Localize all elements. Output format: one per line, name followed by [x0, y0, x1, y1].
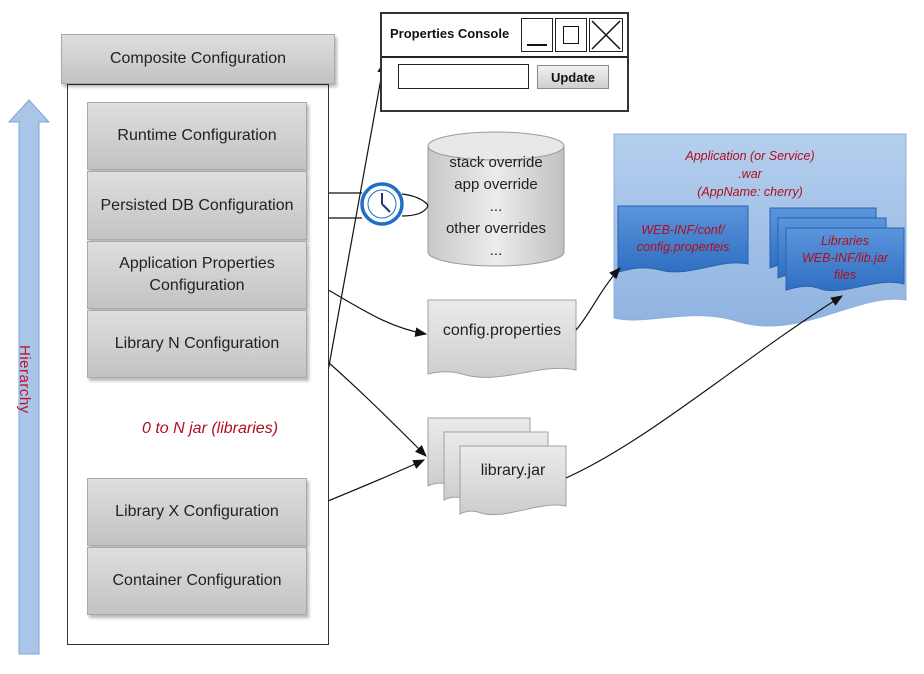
runtime-configuration-box: Runtime Configuration — [87, 102, 307, 170]
war-libs-line: WEB-INF/lib.jar — [801, 251, 889, 265]
war-title-line: .war — [738, 167, 762, 181]
minimize-button[interactable] — [521, 18, 553, 52]
overrides-text: stack override app override ... other ov… — [428, 152, 564, 262]
library-x-configuration-box: Library X Configuration — [87, 478, 307, 546]
console-title: Properties Console — [390, 26, 510, 41]
maximize-button[interactable] — [555, 18, 587, 52]
close-icon — [591, 20, 621, 50]
persisted-db-configuration-box: Persisted DB Configuration — [87, 171, 307, 240]
minimize-icon — [527, 44, 547, 46]
library-n-configuration-box: Library N Configuration — [87, 310, 307, 378]
war-libs-text: Libraries WEB-INF/lib.jar files — [786, 233, 904, 284]
composite-configuration-header: Composite Configuration — [61, 34, 335, 84]
clock-icon — [360, 182, 404, 226]
application-properties-configuration-box: Application Properties Configuration — [87, 241, 307, 309]
war-libs-cards — [769, 207, 905, 292]
maximize-icon — [563, 26, 579, 44]
war-libs-line: files — [833, 268, 857, 282]
library-jar-label: library.jar — [480, 462, 546, 479]
overrides-line: ... — [489, 242, 503, 259]
update-button[interactable]: Update — [537, 65, 609, 89]
library-jar-documents — [427, 417, 567, 516]
war-conf-text: WEB-INF/conf/ config.properteis — [618, 222, 748, 256]
war-conf-line: config.properteis — [636, 240, 730, 254]
war-title-line: Application (or Service) — [685, 149, 815, 163]
property-value-input[interactable] — [398, 64, 529, 89]
war-conf-card — [617, 205, 749, 273]
config-properties-label: config.properties — [442, 322, 562, 339]
war-title: Application (or Service) .war (AppName: … — [640, 147, 860, 201]
war-libs-line: Libraries — [821, 234, 869, 248]
overrides-line: stack override — [449, 154, 543, 171]
container-configuration-box: Container Configuration — [87, 547, 307, 615]
overrides-cylinder — [427, 131, 565, 267]
hierarchy-arrow — [7, 99, 51, 655]
hierarchy-label: Hierarchy — [16, 345, 33, 414]
overrides-line: other overrides — [445, 220, 547, 237]
war-conf-line: WEB-INF/conf/ — [641, 223, 725, 237]
jar-range-label: 0 to N jar (libraries) — [128, 420, 292, 438]
properties-console-window: Properties Console Update — [380, 12, 629, 112]
console-divider — [382, 56, 627, 58]
war-title-line: (AppName: cherry) — [697, 185, 803, 199]
overrides-line: ... — [489, 198, 503, 215]
overrides-line: app override — [454, 176, 538, 193]
close-button[interactable] — [589, 18, 623, 52]
config-properties-document — [427, 299, 577, 378]
